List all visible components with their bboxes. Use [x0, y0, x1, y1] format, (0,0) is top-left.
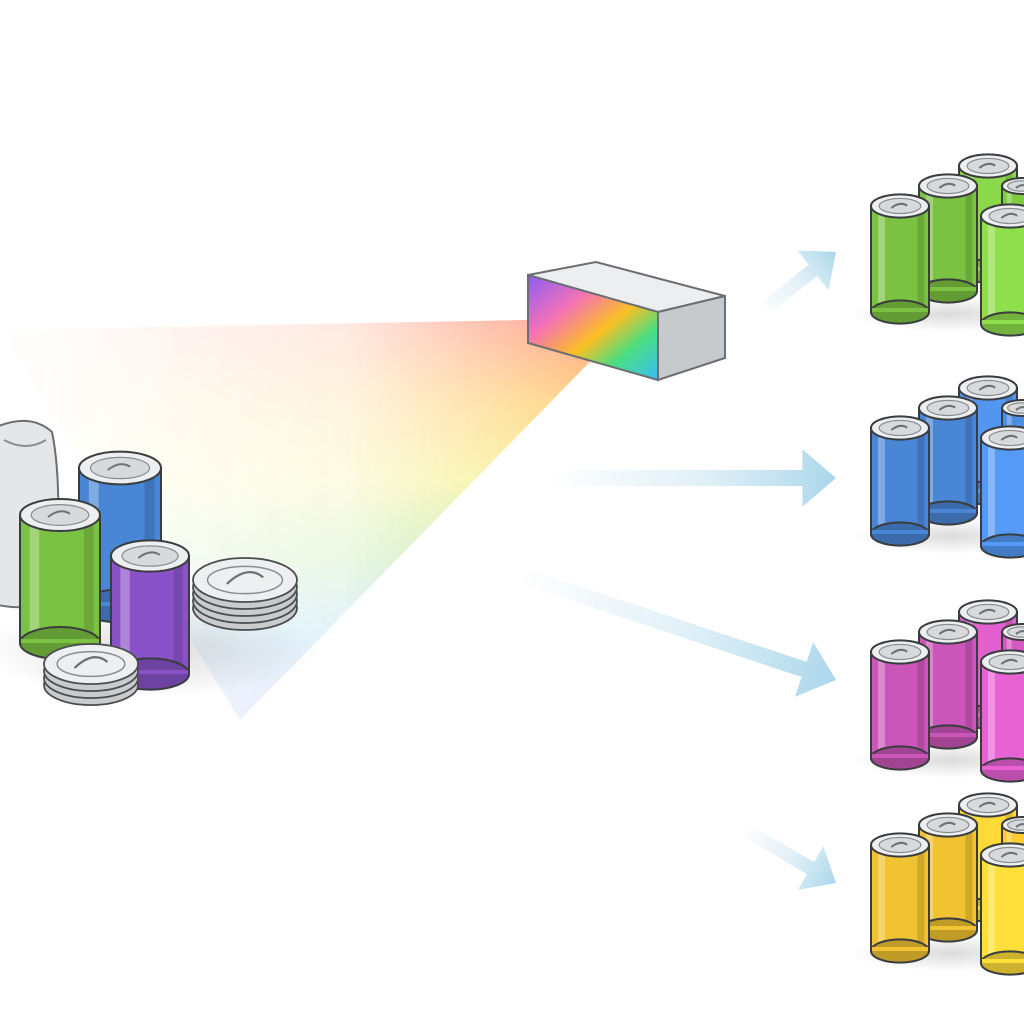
arrow-icon [517, 567, 836, 697]
can-icon [870, 193, 930, 325]
can-icon [19, 498, 101, 660]
arrow-icon [755, 250, 837, 318]
can-icon [980, 842, 1024, 976]
prism-box-icon [527, 260, 726, 382]
can-icon [870, 639, 930, 771]
can-icon [870, 415, 930, 547]
arrow-group [517, 250, 837, 890]
source-pile [0, 419, 320, 706]
can-icon [980, 649, 1024, 783]
arrow-icon [738, 821, 837, 890]
can-icon [870, 832, 930, 964]
coin-stack-icon [192, 557, 298, 631]
rainbow-beam [0, 318, 625, 720]
output-groups [850, 153, 1024, 976]
output-group-blue [850, 375, 1024, 559]
arrow-icon [550, 449, 836, 507]
output-group-yellow [850, 792, 1024, 976]
coin-stack-icon [43, 643, 139, 706]
can-icon [980, 425, 1024, 559]
output-group-green [850, 153, 1024, 337]
output-group-magenta [850, 599, 1024, 783]
can-icon [980, 203, 1024, 337]
